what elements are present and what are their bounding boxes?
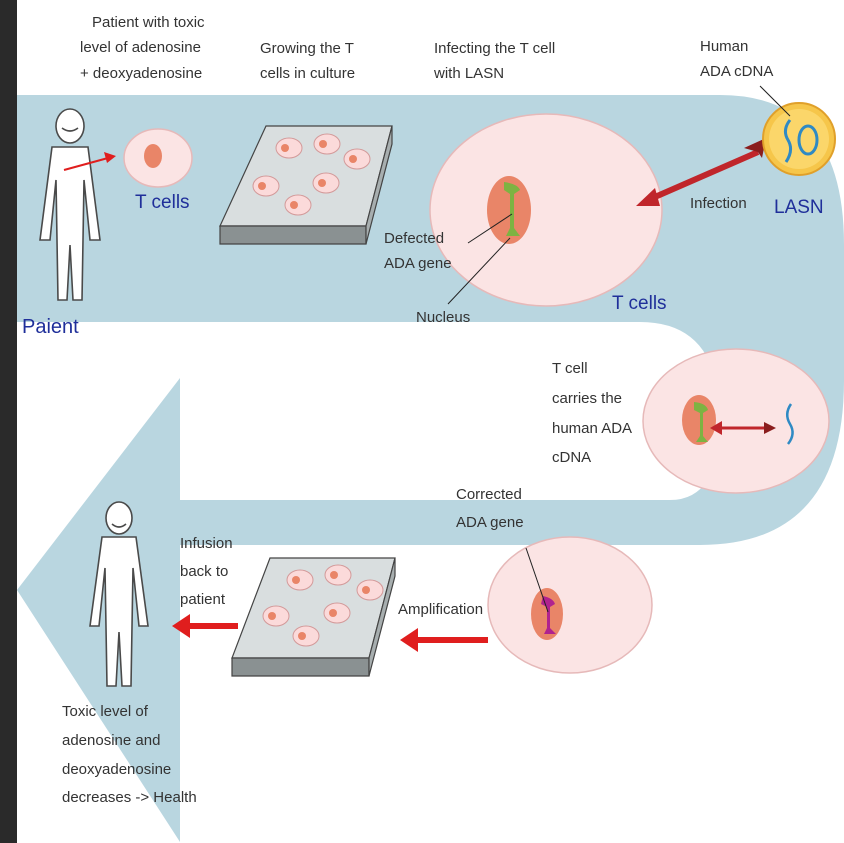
lasn-label: LASN <box>774 197 824 218</box>
infecting-line-2: with LASN <box>433 65 504 82</box>
infecting-label: Infecting the T cell with LASN <box>433 40 559 82</box>
t-cell-corrected <box>488 537 652 673</box>
patient-toxic-label: Patient with toxic level of adenosine + … <box>80 14 209 82</box>
left-dark-strip <box>0 0 17 843</box>
growing-line-1: Growing the T <box>260 40 354 57</box>
infusion-arrow <box>172 614 238 638</box>
t-cell-carries-line-4: cDNA <box>552 449 591 466</box>
human-ada-line-1: Human <box>700 38 748 55</box>
growing-label: Growing the T cells in culture <box>260 40 358 82</box>
t-cell-carries-line-1: T cell <box>552 360 588 377</box>
t-cells-label-1: T cells <box>135 192 190 213</box>
corrected-line-2: ADA gene <box>456 514 524 531</box>
toxic-level-line-2: adenosine and <box>62 732 160 749</box>
t-cell-carries-line-3: human ADA <box>552 420 632 437</box>
patient-name-label: Paient <box>22 316 79 338</box>
corrected-line-1: Corrected <box>456 486 522 503</box>
nucleus-label: Nucleus <box>416 309 470 326</box>
toxic-level-line-3: deoxyadenosine <box>62 761 171 778</box>
infusion-line-3: patient <box>180 591 226 608</box>
infusion-label: Infusion back to patient <box>180 535 237 608</box>
patient-toxic-line-2: level of adenosine <box>80 39 201 56</box>
t-cell-carries-line-2: carries the <box>552 390 622 407</box>
toxic-level-line-1: Toxic level of <box>62 703 149 720</box>
patient-toxic-line-1: Patient with toxic <box>92 14 205 31</box>
culture-plate-bottom <box>232 558 395 676</box>
t-cell-carrying-cdna <box>643 349 829 493</box>
human-ada-line-2: ADA cDNA <box>700 63 773 80</box>
patient-toxic-line-3: + deoxyadenosine <box>80 65 202 82</box>
infecting-line-1: Infecting the T cell <box>434 40 555 57</box>
t-cell-large-top <box>430 114 662 306</box>
t-cell-carries-label: T cell carries the human ADA cDNA <box>552 360 635 466</box>
toxic-level-line-4: decreases -> Health <box>62 789 197 806</box>
plasmid-icon <box>760 86 835 175</box>
infection-label: Infection <box>690 195 747 212</box>
t-cell-top <box>124 129 192 187</box>
growing-line-2: cells in culture <box>260 65 355 82</box>
t-cells-label-2: T cells <box>612 293 667 314</box>
defected-line-2: ADA gene <box>384 255 452 272</box>
amplification-label: Amplification <box>398 601 483 618</box>
human-ada-label: Human ADA cDNA <box>700 38 773 80</box>
infusion-line-1: Infusion <box>180 535 233 552</box>
defected-line-1: Defected <box>384 230 444 247</box>
amplification-arrow <box>400 628 488 652</box>
infusion-line-2: back to <box>180 563 228 580</box>
